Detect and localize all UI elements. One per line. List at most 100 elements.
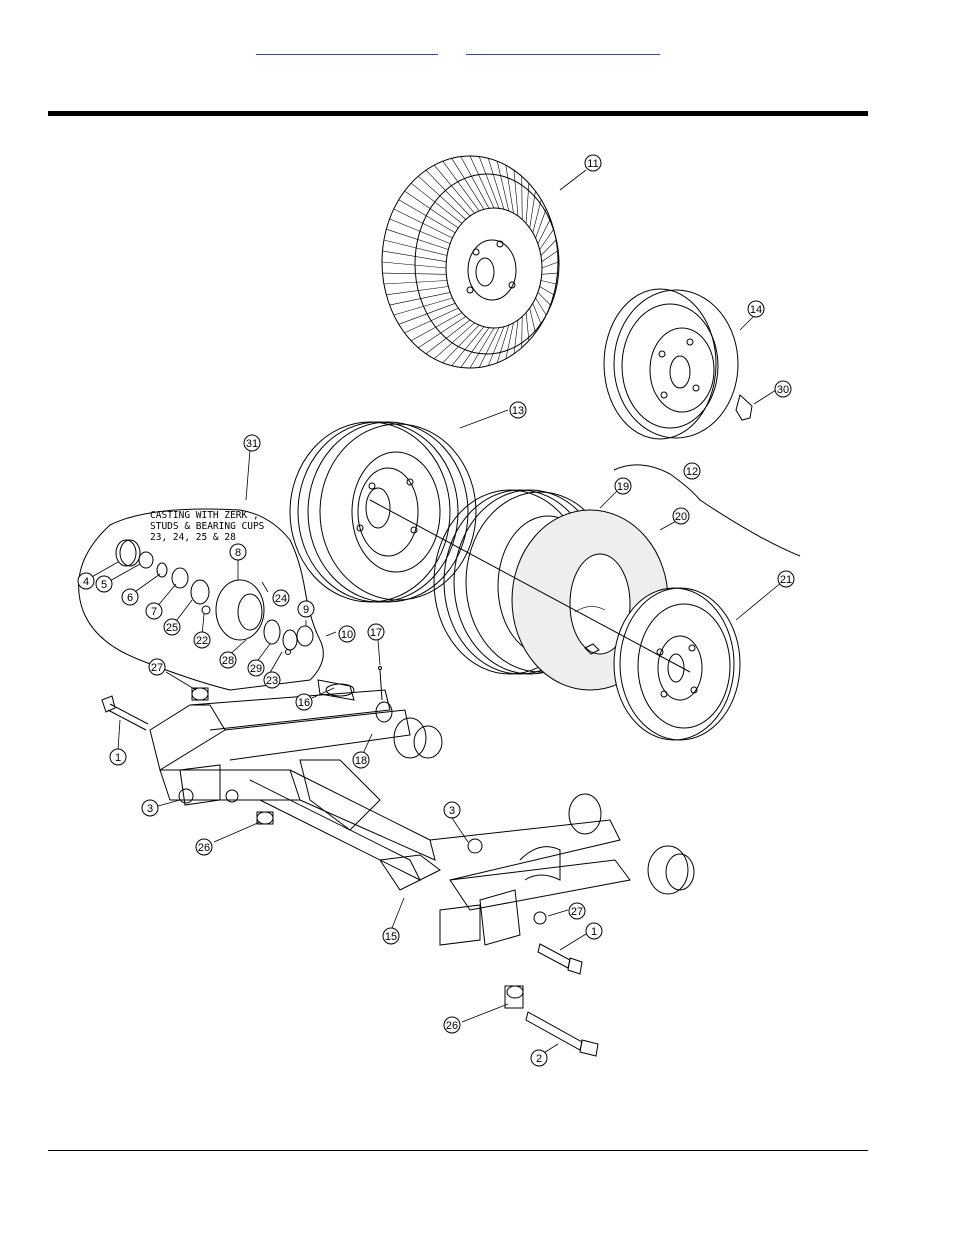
callout-circle-c1a (109, 748, 127, 766)
lamination-line (496, 325, 510, 363)
callout-circle-c12 (683, 462, 701, 480)
callout-label-c4: 4 (83, 576, 89, 588)
lamination-line (393, 297, 453, 316)
hub-assembly (115, 539, 314, 655)
lamination-line (393, 208, 453, 239)
callout-label-c30: 30 (777, 384, 789, 396)
bottom-rule (48, 1150, 868, 1151)
lamination-line (383, 280, 448, 285)
lamination-line (434, 322, 475, 360)
callout-circle-c26a (195, 838, 213, 856)
note-line-2: STUDS & BEARING CUPS (150, 521, 265, 532)
callout-circle-c25 (163, 618, 181, 636)
lamination-line (513, 319, 519, 354)
callout-label-c17: 17 (370, 627, 382, 639)
lamination-line (525, 183, 530, 224)
callout-label-c7: 7 (151, 606, 157, 618)
callout-circle-c3a (141, 799, 159, 817)
lamination-line (521, 316, 523, 348)
laminated-tire-11 (381, 155, 560, 369)
lamination-line (488, 158, 505, 210)
callout-circle-c21 (777, 570, 795, 588)
wheel-rim-21 (613, 587, 741, 741)
callout-circle-c19 (614, 477, 632, 495)
callout-circle-c8 (229, 543, 247, 561)
callout-circle-c18 (352, 751, 370, 769)
callout-label-c27a: 27 (151, 662, 163, 674)
lamination-line (537, 218, 551, 244)
lamination-line (383, 239, 448, 256)
lamination-line (505, 322, 514, 359)
lamination-line (410, 182, 463, 224)
callout-circle-c20 (672, 507, 690, 525)
lamination-line (539, 229, 554, 250)
callout-label-c23: 23 (266, 675, 278, 687)
callout-circle-c14 (747, 300, 765, 318)
callout-circle-c2 (530, 1049, 548, 1067)
note-line-3: 23, 24, 25 & 28 (150, 532, 236, 543)
lamination-line (541, 261, 559, 269)
callout-circle-c24 (272, 589, 290, 607)
lamination-line (469, 327, 495, 369)
lamination-line (478, 327, 500, 368)
callout-circle-c31 (243, 434, 261, 452)
lamination-line (382, 250, 447, 262)
lamination-line (398, 303, 456, 325)
lamination-line (478, 156, 500, 209)
lamination-line (532, 303, 542, 325)
callout-label-c8: 8 (235, 547, 241, 559)
lamination-line (382, 272, 447, 275)
callout-circle-c4 (77, 572, 95, 590)
callout-label-c6: 6 (127, 592, 133, 604)
lamination-line (537, 292, 551, 306)
exploded-parts-diagram: CASTING WITH ZERK , STUDS & BEARING CUPS… (68, 140, 808, 1075)
spindle-16 (317, 666, 383, 701)
callout-label-c26a: 26 (198, 842, 210, 854)
lamination-line (425, 169, 471, 217)
lamination-line (460, 156, 490, 209)
callout-label-c3a: 3 (147, 803, 153, 815)
lamination-line (442, 161, 480, 212)
lamination-line (469, 155, 495, 209)
lamination-line (539, 286, 554, 296)
header-link-1[interactable] (256, 40, 438, 55)
callout-circle-c27a (148, 658, 166, 676)
lamination-line (418, 316, 466, 349)
callout-label-c1b: 1 (591, 926, 597, 938)
callout-label-c22: 22 (196, 635, 208, 647)
lamination-line (381, 261, 447, 269)
lamination-line (541, 272, 558, 275)
callout-circle-c29 (247, 659, 265, 677)
bolts (101, 687, 599, 1057)
callout-label-c3b: 3 (449, 805, 455, 817)
callout-label-c10: 10 (341, 629, 353, 641)
lamination-line (442, 324, 480, 364)
callout-label-c25: 25 (166, 622, 178, 634)
lamination-line (386, 286, 449, 296)
lamination-line (418, 175, 467, 220)
callout-circle-c26b (443, 1016, 461, 1034)
lamination-line (404, 307, 459, 334)
lamination-line (433, 165, 475, 214)
callout-circle-c11 (584, 154, 602, 172)
lamination-line (535, 297, 547, 316)
callout-circle-c1b (585, 922, 603, 940)
callout-label-c29: 29 (250, 663, 262, 675)
callout-label-c5: 5 (101, 579, 107, 591)
lamination-line (386, 228, 449, 250)
callout-circle-c3b (443, 801, 461, 819)
callout-label-c24: 24 (275, 593, 287, 605)
header-link-2[interactable] (466, 40, 660, 55)
lamination-line (460, 327, 490, 368)
callout-label-c13: 13 (512, 405, 524, 417)
ribbed-tire-13 (289, 421, 477, 603)
lamination-line (425, 319, 471, 355)
lamination-line (540, 280, 557, 285)
callout-label-c21: 21 (780, 574, 792, 586)
callout-circle-c15 (382, 927, 400, 945)
callout-label-c14: 14 (750, 304, 762, 316)
callout-label-c15: 15 (385, 931, 397, 943)
lamination-line (389, 292, 451, 306)
callout-circle-c16 (295, 693, 313, 711)
lamination-line (505, 165, 514, 214)
